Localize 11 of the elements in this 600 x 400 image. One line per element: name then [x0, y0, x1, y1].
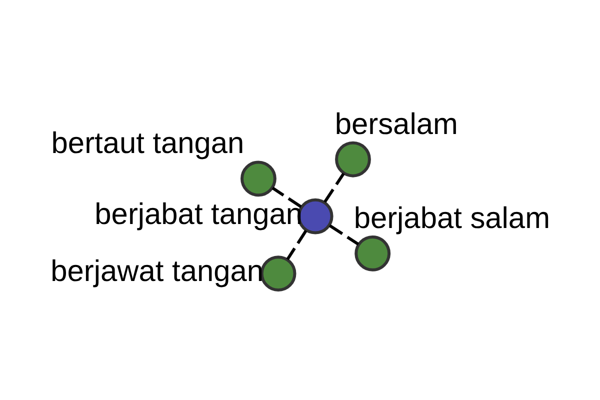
node-circle [240, 160, 276, 197]
node-label: bersalam [334, 108, 458, 141]
node-label: bertaut tangan [51, 127, 244, 160]
node-label: berjawat tangan [50, 255, 264, 288]
node-circle [354, 235, 391, 272]
node-circle [260, 256, 296, 292]
node-label: berjabat salam [354, 202, 550, 235]
connector [286, 230, 308, 260]
connector [328, 224, 360, 246]
connector [324, 172, 345, 203]
node-circle [335, 141, 371, 178]
